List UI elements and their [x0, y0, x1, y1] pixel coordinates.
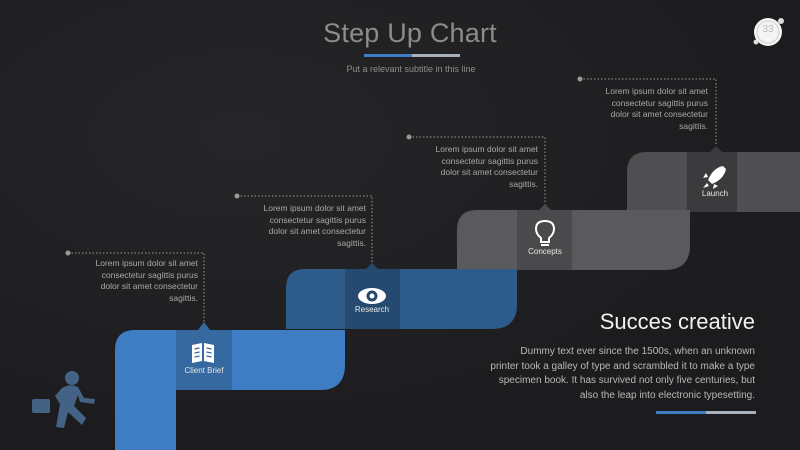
pointer-concepts	[539, 204, 551, 210]
pointer-launch	[710, 146, 722, 152]
connector-research	[237, 195, 373, 263]
page-badge	[753, 18, 784, 46]
lightbulb-icon	[534, 219, 556, 246]
step-label-research: Research	[354, 305, 390, 314]
step-label-launch: Launch	[701, 189, 729, 198]
connector-client-brief	[68, 252, 205, 322]
connector-dot-research	[234, 193, 240, 199]
connector-dot-launch	[577, 76, 583, 82]
rocket-icon	[703, 166, 726, 189]
connector-dot-client-brief	[65, 250, 71, 256]
pointer-client-brief	[198, 322, 210, 330]
step-shape-concepts-tile	[517, 210, 572, 270]
success-title: Succes creative	[599, 309, 755, 334]
step-label-client-brief: Client Brief	[184, 366, 224, 375]
step-shape-research	[286, 269, 517, 329]
success-body: Dummy text ever since the 1500s, when an…	[490, 346, 755, 401]
slide-title: Step Up Chart	[323, 18, 497, 48]
eye-icon	[358, 288, 386, 304]
step-shape-concepts	[457, 210, 690, 270]
connector-dot-concepts	[406, 134, 412, 140]
success-underline	[656, 411, 756, 414]
page-number: 33	[762, 24, 774, 35]
runner-with-briefcase-icon	[32, 371, 95, 428]
pointer-research	[366, 263, 378, 269]
book-icon	[192, 343, 214, 363]
slide-subtitle: Put a relevant subtitle in this line	[346, 64, 476, 74]
title-underline	[364, 54, 460, 57]
step-label-concepts: Concepts	[528, 247, 562, 256]
